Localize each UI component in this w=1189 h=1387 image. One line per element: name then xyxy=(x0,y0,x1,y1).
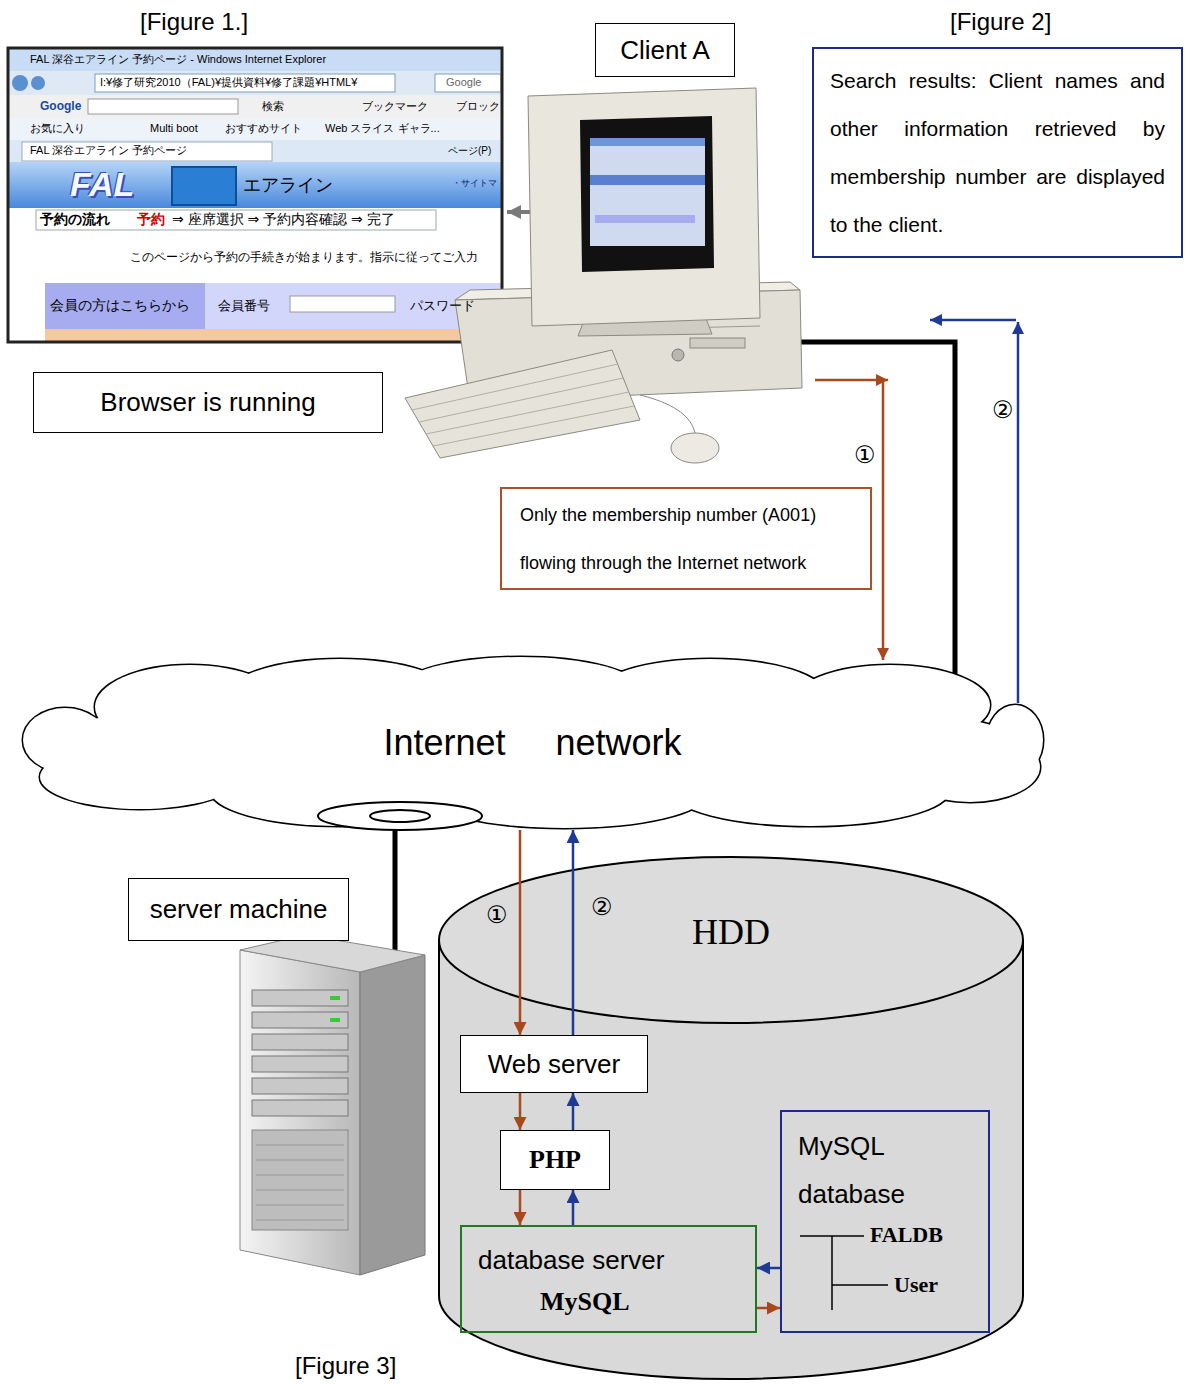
flow-arrow xyxy=(757,1307,780,1310)
screen-text: ブックマーク xyxy=(362,100,428,113)
screen-text: FAL 深谷エアライン 予約ページ xyxy=(30,144,187,157)
screen-text: 会員番号 xyxy=(218,298,270,314)
figure-label: [Figure 3] xyxy=(295,1352,396,1381)
screen-text: ・サイトマ xyxy=(452,178,497,189)
database-box: MySQL databaseFALDB User xyxy=(780,1110,990,1333)
node-text: Client A xyxy=(620,35,710,66)
figure-label: [Figure 2] xyxy=(950,8,1051,37)
node-text: MySQL database xyxy=(798,1122,928,1218)
flow-arrow xyxy=(572,1093,575,1130)
callout-number: ① xyxy=(854,441,876,470)
callout-number: ① xyxy=(486,901,508,929)
node-text: MySQL xyxy=(540,1287,630,1317)
browser-screenshot xyxy=(8,48,502,342)
node-text: User xyxy=(894,1272,938,1298)
node-text: Web server xyxy=(488,1049,620,1080)
server-box: database serverMySQL xyxy=(460,1225,757,1333)
screen-text: ⇒ 座席選択 ⇒ 予約内容確認 ⇒ 完了 xyxy=(172,211,395,228)
screen-text: パスワード xyxy=(410,298,475,314)
server-tower xyxy=(240,935,425,1275)
screen-text: このページから予約の手続きが始まります。指示に従ってご入力 xyxy=(130,250,478,264)
node-text: Search results: Client names and other i… xyxy=(830,57,1165,249)
screen-text: 予約の流れ xyxy=(40,211,110,228)
network-cloud: Internet network xyxy=(20,655,1045,830)
flow-arrow xyxy=(519,1093,522,1130)
figure-label: [Figure 1.] xyxy=(140,8,248,37)
logo-text: FAL xyxy=(70,164,134,205)
flow-arrow xyxy=(572,1190,575,1225)
response-arrow xyxy=(1017,322,1020,703)
caption-box: Browser is running xyxy=(33,372,383,433)
network-cable xyxy=(393,830,398,962)
screen-text: I:¥修了研究2010（FAL)¥提供資料¥修了課題¥HTML¥ xyxy=(100,76,357,89)
callout-number: ② xyxy=(591,893,613,921)
node-text: HDD xyxy=(437,911,1025,953)
hdd-cylinder: HDDWeb serverPHPdatabase serverMySQLMySQ… xyxy=(437,855,1025,1387)
screen-text: お気に入り xyxy=(30,122,85,135)
result-box: Search results: Client names and other i… xyxy=(812,47,1183,258)
screen-text: 検索 xyxy=(262,100,284,113)
node-text: Browser is running xyxy=(100,387,315,418)
caption-box: server machine xyxy=(128,878,349,941)
caption-box: Client A xyxy=(595,23,735,77)
screen-text: 会員の方はこちらから xyxy=(50,297,190,314)
node-text: Only the membership number (A001) flowin… xyxy=(520,491,852,587)
node-text: Internet network xyxy=(383,722,681,764)
flow-arrow xyxy=(757,1267,780,1270)
node-text: FALDB xyxy=(870,1222,943,1248)
node-text: PHP xyxy=(529,1145,581,1175)
screen-text: Google xyxy=(446,76,481,89)
request-arrow xyxy=(815,379,888,382)
network-port xyxy=(318,802,482,830)
response-arrow xyxy=(930,319,1016,322)
request-arrow xyxy=(882,382,885,660)
screen-text: おすすめサイト xyxy=(225,122,302,135)
process-box: PHP xyxy=(500,1130,610,1190)
flow-arrow xyxy=(572,830,575,1035)
screen-text: 予約 xyxy=(137,211,165,228)
flow-arrow xyxy=(519,1190,522,1225)
screen-text: ブロック xyxy=(456,100,500,113)
screen-text: ページ(P) xyxy=(448,145,491,157)
screen-text: エアライン xyxy=(243,175,333,197)
client-computer xyxy=(405,88,802,463)
screen-text: Google xyxy=(40,99,81,113)
note-box: Only the membership number (A001) flowin… xyxy=(500,487,872,590)
screen-text: FAL 深谷エアライン 予約ページ - Windows Internet Exp… xyxy=(30,53,326,66)
node-text: server machine xyxy=(150,894,328,925)
flow-arrow xyxy=(519,830,522,1035)
callout-number: ② xyxy=(992,396,1014,425)
network-port xyxy=(370,810,430,822)
node-text: database server xyxy=(478,1245,664,1276)
tree-lines xyxy=(800,1236,888,1310)
screen-text: Multi boot xyxy=(150,122,198,135)
screen-text: Web スライス ギャラ... xyxy=(325,122,440,135)
process-box: Web server xyxy=(460,1035,648,1093)
